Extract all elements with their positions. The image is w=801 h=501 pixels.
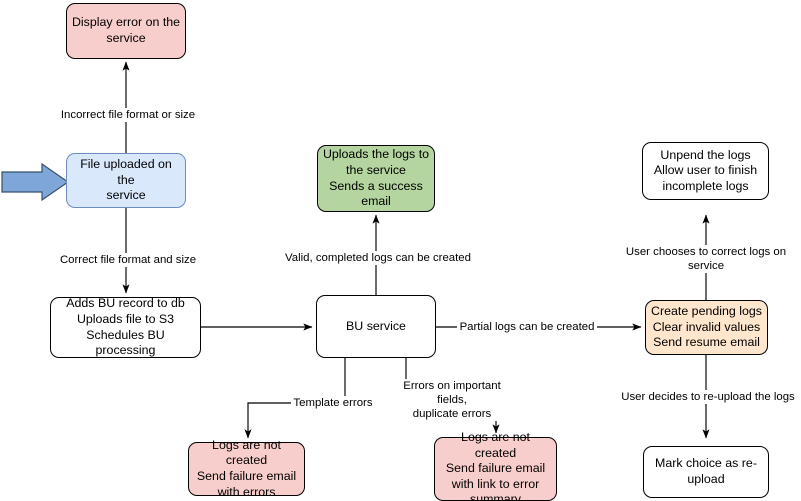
node-logs-not-created-template[interactable]: Logs are not created Send failure email … [188, 438, 305, 499]
edge-label-user-reupload: User decides to re-upload the logs [611, 390, 801, 404]
node-uploads-the-logs[interactable]: Uploads the logs to the service Sends a … [317, 145, 435, 212]
node-bu-service[interactable]: BU service [316, 295, 436, 358]
edge-label-incorrect-format: Incorrect file format or size [56, 108, 200, 122]
node-logs-not-created-fields[interactable]: Logs are not created Send failure email … [434, 430, 557, 501]
node-create-pending-logs[interactable]: Create pending logs Clear invalid values… [645, 300, 768, 355]
node-mark-choice-reupload[interactable]: Mark choice as re- upload [643, 446, 769, 498]
edge-label-correct-format: Correct file format and size [56, 253, 200, 267]
entry-block-arrow [1, 162, 70, 202]
edge-label-partial-logs: Partial logs can be created [457, 320, 597, 334]
edge-label-user-corrects: User chooses to correct logs on service [607, 245, 801, 273]
node-adds-bu-record[interactable]: Adds BU record to db Uploads file to S3 … [50, 296, 201, 358]
node-file-uploaded[interactable]: File uploaded on the service [66, 153, 186, 208]
node-unpend-the-logs[interactable]: Unpend the logs Allow user to finish inc… [642, 142, 769, 200]
edge-label-errors-important-fields: Errors on important fields, duplicate er… [392, 379, 512, 421]
node-display-error[interactable]: Display error on the service [66, 3, 186, 59]
edge-label-valid-completed: Valid, completed logs can be created [282, 251, 474, 265]
edge-label-template-errors: Template errors [291, 396, 375, 410]
